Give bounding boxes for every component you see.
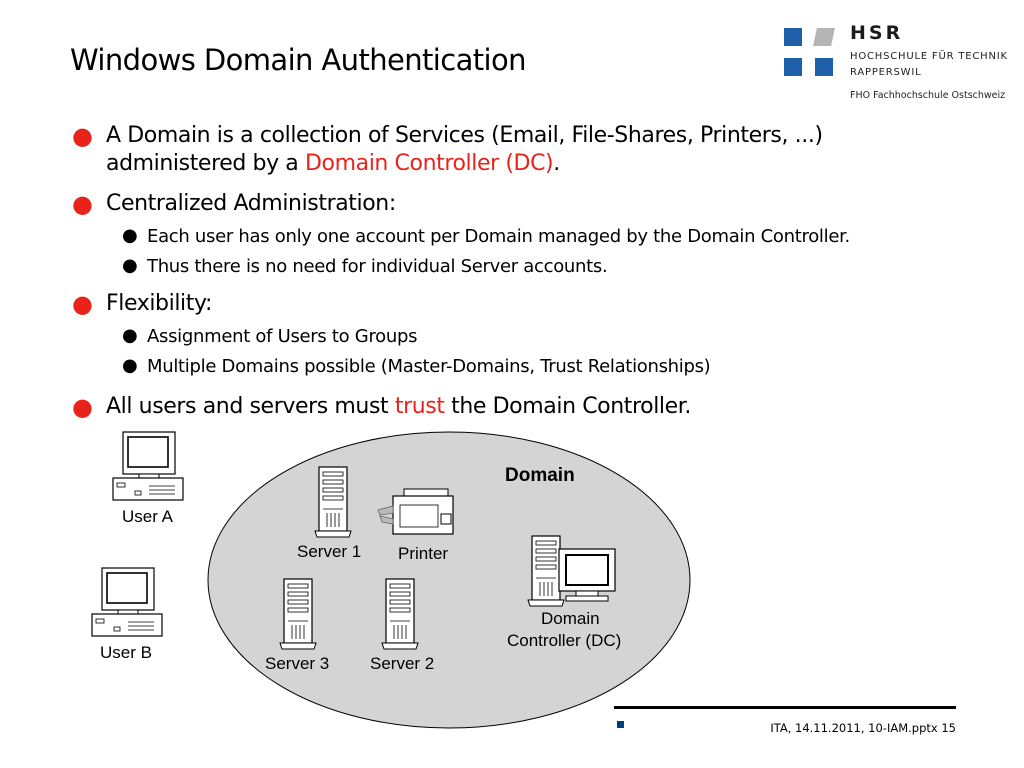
bullet-domain-period: . — [553, 151, 560, 176]
sub-bullet-text: Assignment of Users to Groups — [147, 326, 418, 347]
server-2-label: Server 2 — [370, 654, 435, 673]
user-a-label: User A — [122, 507, 174, 526]
sub-bullet-text: Multiple Domains possible (Master-Domain… — [147, 356, 711, 377]
sub-bullet-dot: ● — [122, 325, 138, 346]
user-b-computer-icon — [91, 567, 163, 637]
server-3-label: Server 3 — [265, 654, 330, 673]
footer-text: ITA, 14.11.2011, 10-IAM.pptx 15 — [770, 721, 956, 735]
server-2-icon — [381, 578, 419, 650]
server-3-icon — [279, 578, 317, 650]
sub-bullet-text: Each user has only one account per Domai… — [147, 226, 850, 247]
hsr-logo: HSR HOCHSCHULE FÜR TECHNIK RAPPERSWIL FH… — [784, 22, 1016, 104]
sub-bullet-text: Thus there is no need for individual Ser… — [147, 256, 608, 277]
domain-label: Domain — [505, 465, 575, 486]
footer-rule — [614, 706, 956, 709]
server-1-icon — [314, 466, 352, 538]
logo-name: HSR — [850, 22, 904, 44]
server-1-label: Server 1 — [297, 542, 362, 561]
user-b-label: User B — [100, 643, 152, 662]
sub-bullet-dot: ● — [122, 255, 138, 276]
logo-line-2: RAPPERSWIL — [850, 67, 922, 78]
logo-line-3: FHO Fachhochschule Ostschweiz — [850, 90, 1006, 101]
bullet-dot: ● — [72, 290, 93, 318]
bullet-trust-highlight: trust — [394, 394, 445, 419]
sub-bullet-dot: ● — [122, 225, 138, 246]
sub-bullet-dot: ● — [122, 355, 138, 376]
bullet-dot: ● — [72, 190, 93, 218]
bullet-trust-tail: the Domain Controller. — [444, 394, 691, 419]
domain-ellipse — [207, 431, 691, 729]
slide-title: Windows Domain Authentication — [70, 43, 527, 77]
logo-square-blue-1 — [784, 28, 802, 46]
bullet-dot: ● — [72, 122, 93, 150]
printer-icon — [377, 488, 454, 535]
bullet-trust-text: All users and servers must — [106, 394, 395, 419]
logo-square-blue-2 — [784, 58, 802, 76]
dc-label-line1: Domain — [541, 609, 600, 628]
logo-square-blue-3 — [815, 58, 833, 76]
bullet-centralized-text: Centralized Administration: — [106, 191, 396, 216]
user-a-computer-icon — [112, 431, 184, 501]
bullet-domain-highlight: Domain Controller (DC) — [304, 151, 554, 176]
bullet-domain-text: administered by a — [106, 151, 305, 176]
domain-controller-monitor-icon — [558, 548, 616, 602]
bullet-domain-line1: A Domain is a collection of Services (Em… — [106, 123, 823, 148]
printer-label: Printer — [398, 544, 449, 563]
bullet-flexibility-text: Flexibility: — [106, 291, 213, 316]
dc-label-line2: Controller (DC) — [507, 631, 622, 650]
logo-line-1: HOCHSCHULE FÜR TECHNIK — [850, 51, 1008, 62]
bullet-domain-line2: administered by a Domain Controller (DC)… — [106, 150, 823, 178]
bullet-dot: ● — [72, 393, 93, 421]
footer-square-icon — [617, 721, 624, 728]
